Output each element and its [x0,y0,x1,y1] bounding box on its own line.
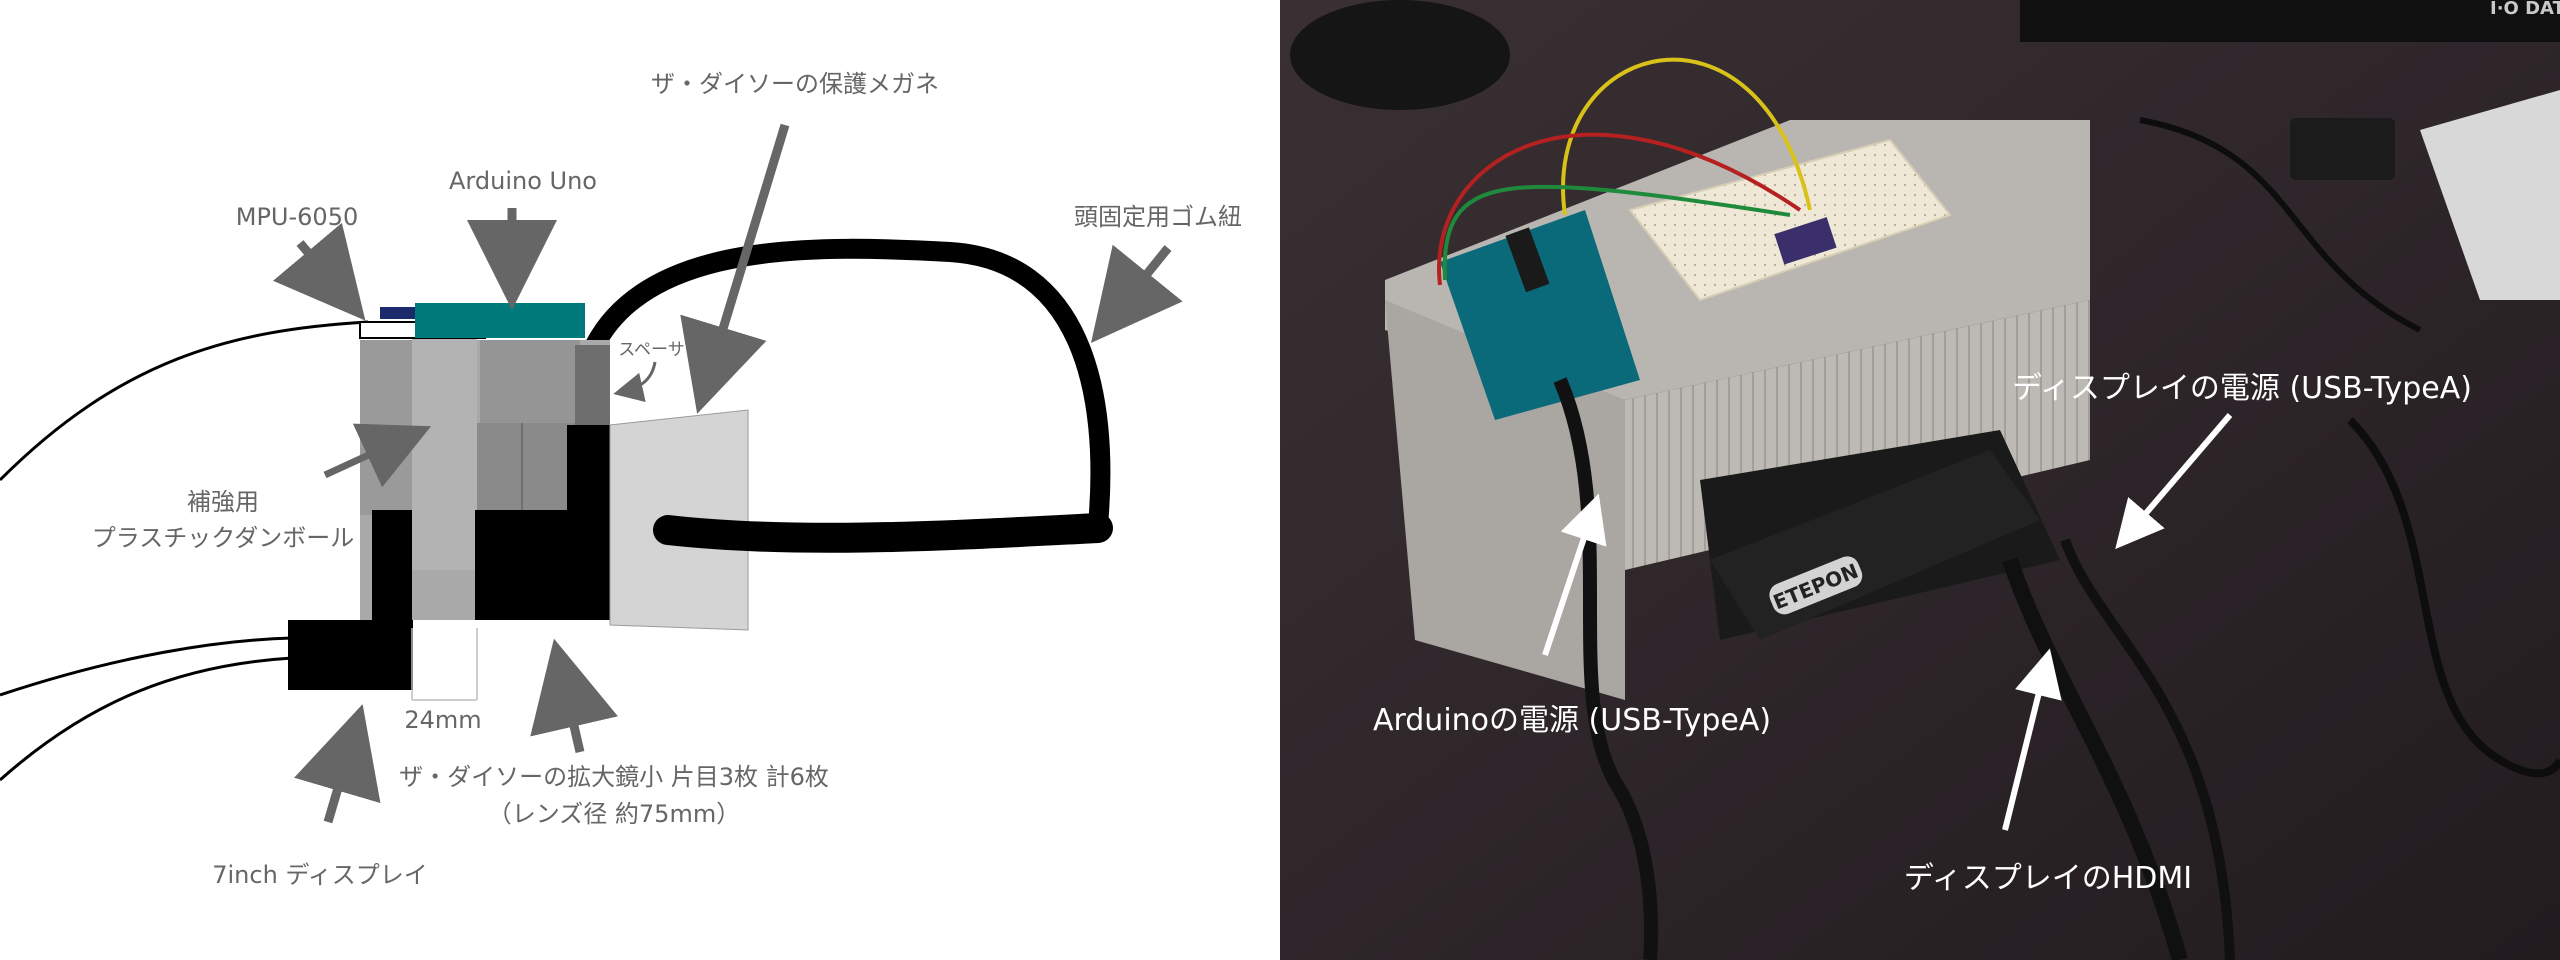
foam-block [2290,118,2395,180]
label-spacer: スペーサー [618,340,701,360]
magnifier-lens-3 [567,425,610,620]
desk-edge [2420,90,2560,300]
wire-red [1437,132,1802,286]
label-arduino-power: Arduinoの電源 (USB-TypeA) [1373,703,1771,738]
head-strap [585,238,1111,535]
desk-cable-1 [2347,417,2560,778]
magnifier-lens-1 [475,510,522,620]
magnifier-lens-2 [522,510,567,620]
mpu-cable [0,320,369,482]
device-photo: I·O DATA ETEPON [1280,0,2560,960]
arrow-lens [530,638,618,754]
label-lens-2: （レンズ径 約75mm） [488,800,740,828]
gamepad [1290,0,1510,110]
display-connector [288,620,413,690]
display-cable-upper [0,636,293,697]
label-reinforce-2: プラスチックダンボール [92,524,355,552]
arrow-strap [1090,244,1183,343]
label-mpu: MPU-6050 [236,203,358,231]
headset-diagram: ザ・ダイソーの保護メガネ Arduino Uno MPU-6050 頭固定用ゴム… [0,70,1242,889]
housing-top-mid [480,340,580,425]
label-display-power: ディスプレイの電源 (USB-TypeA) [2012,371,2472,406]
monitor-brand: I·O DATA [2490,0,2560,19]
label-glasses: ザ・ダイソーの保護メガネ [651,70,939,98]
label-arduino: Arduino Uno [449,167,597,195]
label-display: 7inch ディスプレイ [212,861,428,889]
arrow-display-power [2115,413,2233,550]
monitor-stand [2020,0,2560,42]
breadboard [1628,138,1952,302]
arrow-hdmi [2002,648,2062,831]
label-reinforce-1: 補強用 [187,488,259,516]
arrow-spacer [613,361,657,403]
photo-arduino-board [1440,210,1640,420]
arrow-glasses [680,123,790,414]
spacer-block [575,345,610,430]
display-cable-lower [0,656,293,782]
reinforcement-board [412,335,477,570]
label-lens-1: ザ・ダイソーの拡大鏡小 片目3枚 計6枚 [399,763,829,791]
hdmi-cable [2002,557,2188,960]
arrow-arduino-power [1542,493,1607,656]
label-gap: 24mm [404,706,481,734]
head-strap-loop [653,513,1113,553]
arrow-reinforce [323,423,432,488]
wire-yellow [1561,57,1812,216]
wire-green [1442,184,1791,281]
desk-cable-2 [2139,117,2422,333]
arduino-chip [1505,227,1550,293]
display-power-cable [2060,538,2235,960]
arduino-board [415,303,585,338]
arrow-display [294,704,381,824]
arrow-mpu [272,222,366,321]
mpu-board [380,307,415,319]
label-hdmi: ディスプレイのHDMI [1904,861,2192,896]
photo-mpu-board [1774,217,1837,265]
label-strap: 頭固定用ゴム紐 [1074,203,1242,231]
